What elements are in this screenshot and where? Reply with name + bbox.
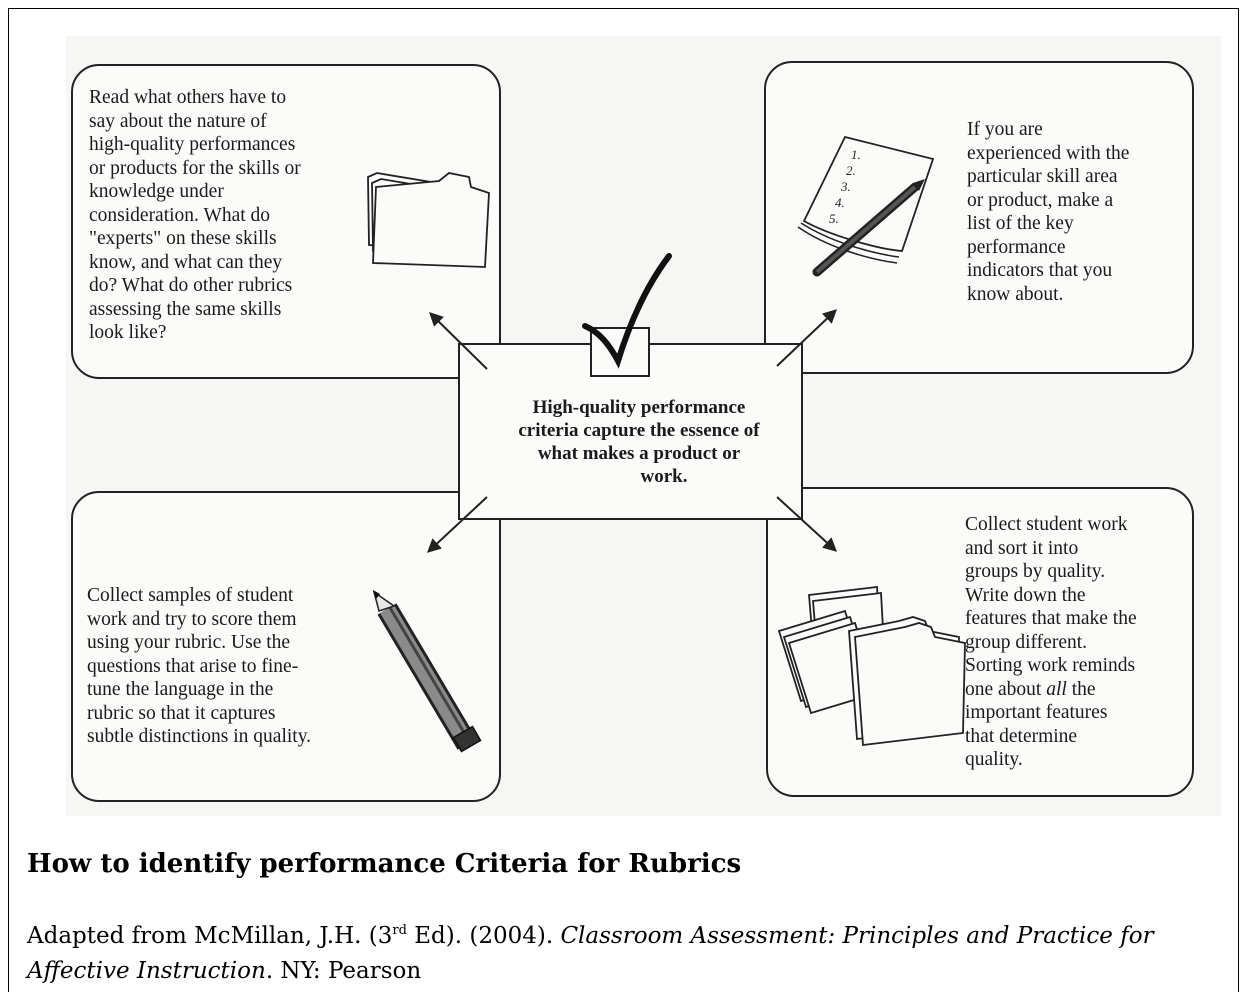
checkmark-icon: [582, 253, 672, 377]
text-line: high-quality performances: [89, 134, 296, 155]
citation-superscript: rd: [392, 923, 407, 938]
text-line: knowledge under: [89, 181, 224, 202]
citation-prefix: Adapted from McMillan, J.H. (3: [27, 923, 393, 949]
diagram-graphics: 1. 2. 3. 4. 5.: [367, 135, 966, 753]
text-line: features that make the: [965, 608, 1137, 629]
text-line: Write down the: [965, 584, 1086, 606]
text-line: using your rubric. Use the: [87, 632, 291, 653]
box-read-experts-text: Read what others have to say about the n…: [89, 86, 301, 345]
arrow-bottom-right: [776, 496, 838, 552]
notepad-number-3: 3.: [840, 179, 851, 194]
text-line: subtle distinctions in quality.: [87, 726, 312, 747]
text-line: know, and what can they: [89, 251, 283, 273]
text-line: quality.: [965, 749, 1023, 770]
text-line: assessing the same skills: [89, 298, 282, 320]
page-frame: 1. 2. 3. 4. 5.: [8, 8, 1239, 992]
text-line: that determine: [965, 725, 1078, 747]
text-line: list of the key: [967, 213, 1074, 234]
text-line: work.: [640, 466, 688, 487]
notepad-number-5: 5.: [829, 211, 839, 226]
text-line: criteria capture the essence of: [518, 420, 760, 441]
text-line: High-quality performance: [532, 397, 746, 418]
center-box-text: High-quality performance criteria captur…: [479, 396, 799, 488]
text-line: and sort it into: [965, 537, 1079, 559]
text-line: Collect student work: [965, 514, 1128, 535]
box-score-samples-text: Collect samples of student work and try …: [87, 584, 311, 749]
text-line: particular skill area: [967, 166, 1118, 187]
folder-stack-icon: [367, 172, 490, 268]
text-line: tune the language in the: [87, 679, 274, 700]
text-line: or products for the skills or: [89, 157, 301, 179]
text-line: Read what others have to: [89, 87, 287, 108]
pencil-icon: [372, 590, 482, 753]
text-line: what makes a product or: [537, 443, 741, 464]
text-line: group different.: [965, 631, 1088, 653]
citation: Adapted from McMillan, J.H. (3rd Ed). (2…: [27, 913, 1222, 989]
text-line: one about all the: [965, 678, 1096, 700]
text-line: performance: [967, 236, 1066, 258]
text-line: groups by quality.: [965, 561, 1106, 582]
text-line: know about.: [967, 283, 1064, 305]
text-line: do? What do other rubrics: [89, 275, 293, 296]
arrow-top-right: [776, 309, 838, 367]
text-line: "experts" on these skills: [89, 228, 277, 249]
text-line: or product, make a: [967, 189, 1114, 211]
arrow-top-left: [429, 312, 488, 370]
citation-suffix: . NY: Pearson: [265, 958, 422, 984]
text-line: look like?: [89, 322, 167, 343]
figure-title: How to identify performance Criteria for…: [27, 849, 742, 879]
text-line: indicators that you: [967, 260, 1113, 281]
text-line: work and try to score them: [87, 608, 297, 630]
text-line: Collect samples of student: [87, 585, 294, 606]
text-line: consideration. What do: [89, 204, 271, 226]
text-line: If you are: [967, 119, 1043, 140]
notepad-number-4: 4.: [835, 195, 845, 210]
citation-mid: Ed). (2004).: [406, 923, 561, 949]
arrow-bottom-left: [426, 496, 488, 553]
box-list-indicators-text: If you are experienced with the particul…: [967, 118, 1129, 306]
text-line: experienced with the: [967, 142, 1130, 164]
box-sort-work-text: Collect student work and sort it into gr…: [965, 513, 1137, 772]
text-line: questions that arise to fine-: [87, 655, 299, 677]
citation-book-title: Classroom Assessment: Principles and Pra…: [27, 923, 1154, 984]
notepad-pencil-icon: 1. 2. 3. 4. 5.: [797, 135, 935, 277]
folder-pile-icon: [777, 585, 966, 747]
text-line: rubric so that it captures: [87, 702, 276, 724]
text-line: Sorting work reminds: [965, 655, 1136, 676]
notepad-number-1: 1.: [851, 147, 861, 162]
text-line: say about the nature of: [89, 110, 267, 132]
notepad-number-2: 2.: [846, 163, 856, 178]
text-line: important features: [965, 702, 1108, 723]
